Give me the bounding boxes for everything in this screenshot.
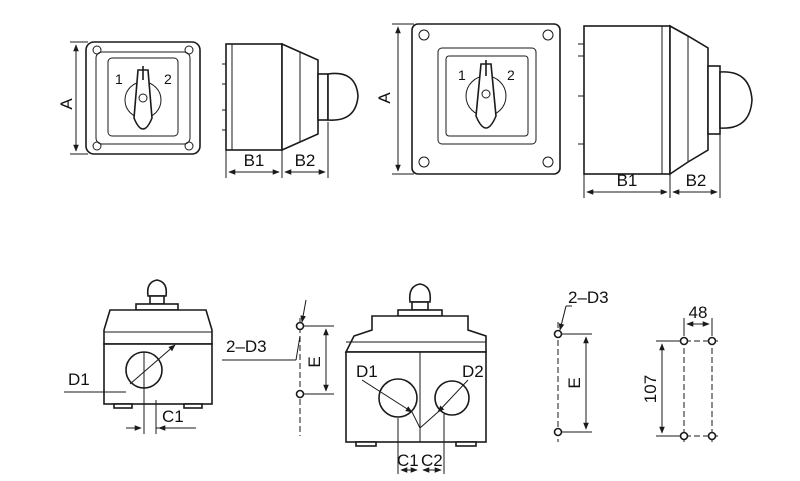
large-dim-a-label: A [375, 92, 394, 104]
dim-b2-label: B2 [295, 151, 316, 170]
large-switch-bottom-view: D1 D2 C1 C2 [344, 283, 487, 474]
small-switch-bottom-view: D1 C1 [64, 279, 213, 434]
hole-pattern-48x107: 48 107 [641, 303, 720, 442]
dim-a-label: A [57, 98, 76, 110]
small-d3-label: 2–D3 [226, 337, 267, 356]
large-switch-side-view [578, 24, 753, 176]
large-dim-b1-label: B1 [617, 171, 638, 190]
large-dim-b2-label: B2 [686, 171, 707, 190]
large-e-label: E [565, 377, 584, 388]
position-2-label: 2 [164, 71, 172, 87]
small-switch-side-view [222, 42, 359, 152]
large-position-2-label: 2 [507, 67, 515, 83]
dim-48-label: 48 [689, 303, 708, 322]
small-e-label: E [305, 356, 324, 367]
small-dim-a: A [57, 41, 88, 155]
large-c1-label: C1 [397, 451, 419, 470]
large-dim-b: B1 B2 [583, 134, 721, 198]
large-dim-a: A [375, 23, 414, 175]
large-c2-label: C2 [421, 451, 443, 470]
large-mounting-holes: E 2–D3 [553, 288, 609, 442]
small-switch-front-view: 1 2 [85, 41, 201, 155]
position-1-label: 1 [115, 71, 123, 87]
dim-b1-label: B1 [244, 151, 265, 170]
large-position-1-label: 1 [458, 67, 466, 83]
large-switch-front-view: 1 2 [411, 23, 561, 175]
small-c1-label: C1 [162, 407, 184, 426]
large-d1-label: D1 [356, 362, 378, 381]
small-d1-label: D1 [68, 370, 90, 389]
large-d3-label: 2–D3 [568, 288, 609, 307]
large-d2-label: D2 [462, 362, 484, 381]
small-dim-b: B1 B2 [225, 122, 329, 178]
dim-107-label: 107 [641, 375, 660, 403]
small-mounting-holes: E 2–D3 [222, 299, 334, 436]
